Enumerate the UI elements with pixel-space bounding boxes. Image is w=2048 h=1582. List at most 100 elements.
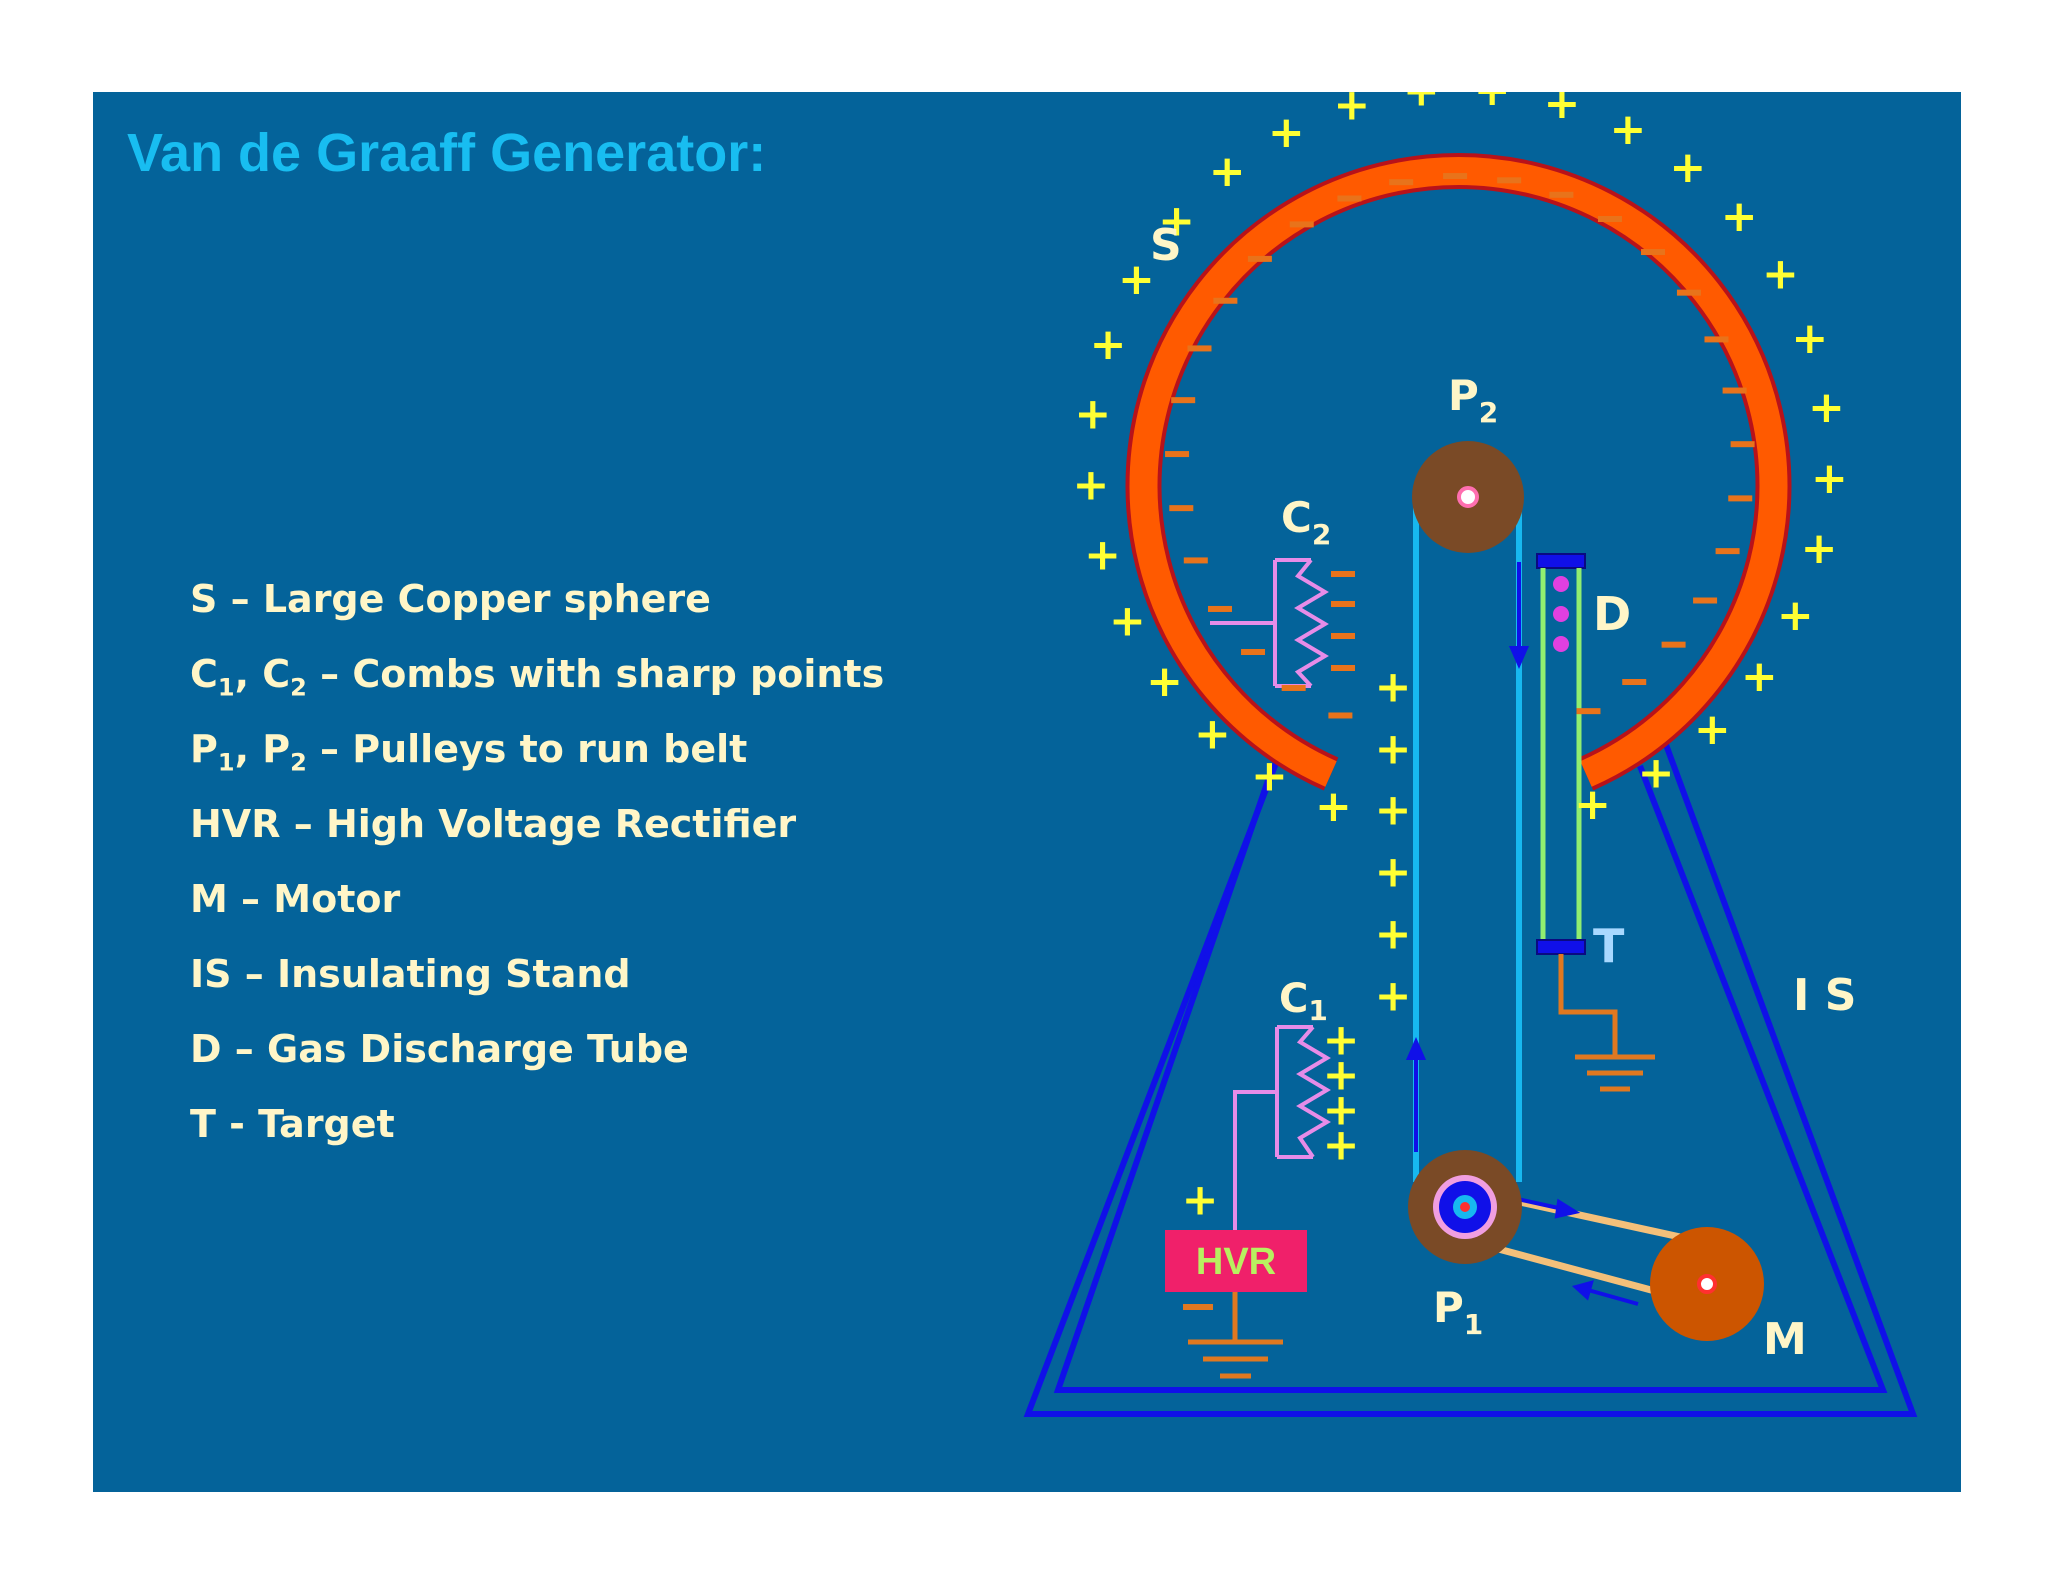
plus-charge-mark: + bbox=[1323, 1085, 1360, 1136]
minus-charge-mark: – bbox=[1281, 684, 1306, 691]
minus-charge-mark: – bbox=[1676, 289, 1701, 296]
minus-charge-mark: – bbox=[1597, 216, 1622, 223]
minus-charge-mark: – bbox=[1661, 641, 1686, 648]
minus-charge-mark: – bbox=[1169, 505, 1194, 512]
minus-charge-mark: – bbox=[1328, 712, 1353, 719]
minus-charge-mark: – bbox=[1549, 191, 1574, 198]
lower-comb bbox=[1233, 1025, 1331, 1284]
minus-charge-mark: – bbox=[1208, 605, 1233, 612]
label-p1: P1 bbox=[1433, 1283, 1483, 1341]
label-c1: C1 bbox=[1279, 976, 1328, 1027]
upper-pulley bbox=[1412, 441, 1524, 553]
plus-charge-mark: + bbox=[1791, 313, 1828, 364]
belt bbox=[1413, 492, 1522, 1182]
insulating-stand bbox=[1023, 740, 1918, 1417]
label-d: D bbox=[1593, 587, 1631, 641]
minus-charge-mark: – bbox=[1331, 665, 1355, 671]
legend-item: M – Motor bbox=[190, 877, 401, 921]
legend-item: P1, P2 – Pulleys to run belt bbox=[190, 727, 748, 777]
copper-sphere bbox=[1125, 153, 1792, 791]
slide-title: Van de Graaff Generator: bbox=[127, 123, 767, 183]
minus-charge-mark: – bbox=[1443, 173, 1468, 180]
hvr-ground-icon bbox=[1188, 1292, 1283, 1379]
label-t: T bbox=[1593, 919, 1625, 973]
plus-charge-mark: + bbox=[1209, 146, 1246, 197]
legend-item: C1, C2 – Combs with sharp points bbox=[190, 652, 885, 702]
minus-charge-mark: – bbox=[1331, 601, 1355, 607]
motor-belt-arrow-icon bbox=[1512, 1196, 1639, 1306]
legend-item: S – Large Copper sphere bbox=[190, 577, 711, 621]
minus-charge-mark: – bbox=[1641, 249, 1666, 256]
lower-pulley bbox=[1408, 1150, 1522, 1264]
plus-charge-mark: + bbox=[1721, 191, 1758, 242]
minus-charge-mark: – bbox=[1165, 451, 1190, 458]
plus-charge-mark: + bbox=[1268, 107, 1305, 158]
minus-charge-mark: – bbox=[1331, 633, 1355, 639]
plus-charge-mark: + bbox=[1323, 1015, 1360, 1066]
plus-charge-mark: + bbox=[1403, 92, 1440, 117]
plus-charge-mark: + bbox=[1194, 708, 1231, 759]
minus-charge-mark: – bbox=[1715, 548, 1740, 555]
minus-charge-mark: – bbox=[1247, 255, 1272, 262]
label-c2: C2 bbox=[1281, 493, 1331, 551]
plus-charge-mark: + bbox=[1084, 529, 1121, 580]
plus-charge-mark: + bbox=[1072, 459, 1109, 510]
minus-charge-mark: – bbox=[1722, 387, 1747, 394]
hvr-negative-mark bbox=[1183, 1304, 1213, 1310]
plus-charge-mark: + bbox=[1315, 781, 1352, 832]
plus-charges: ++++++++++++++++++++++++++++++++++++++++… bbox=[1072, 92, 1847, 1226]
target-ground-icon bbox=[1558, 954, 1655, 1092]
legend: S – Large Copper sphere C1, C2 – Combs w… bbox=[190, 562, 884, 1162]
plus-charge-mark: + bbox=[1251, 751, 1288, 802]
minus-charge-mark: – bbox=[1693, 597, 1718, 604]
plus-charge-mark: + bbox=[1182, 1175, 1219, 1226]
plus-charge-mark: + bbox=[1375, 724, 1412, 775]
plus-charge-mark: + bbox=[1146, 656, 1183, 707]
minus-charge-mark: – bbox=[1337, 195, 1362, 202]
minus-charge-mark: – bbox=[1187, 345, 1212, 352]
hvr-label: HVR bbox=[1196, 1241, 1276, 1283]
minus-charge-mark: – bbox=[1171, 397, 1196, 404]
minus-charge-mark: – bbox=[1728, 495, 1753, 502]
plus-charge-mark: + bbox=[1375, 909, 1412, 960]
plus-charge-mark: + bbox=[1694, 704, 1731, 755]
minus-charge-mark: – bbox=[1622, 679, 1647, 686]
legend-item: D – Gas Discharge Tube bbox=[190, 1027, 689, 1071]
plus-charge-mark: + bbox=[1741, 651, 1778, 702]
minus-charge-mark: – bbox=[1289, 221, 1314, 228]
plus-charge-mark: + bbox=[1474, 92, 1511, 116]
plus-charge-mark: + bbox=[1574, 779, 1611, 830]
plus-charge-mark: + bbox=[1118, 254, 1155, 305]
plus-charge-mark: + bbox=[1375, 785, 1412, 836]
minus-charge-mark: – bbox=[1241, 649, 1266, 656]
plus-charge-mark: + bbox=[1109, 596, 1146, 647]
plus-charge-mark: + bbox=[1158, 196, 1195, 247]
gas-discharge-tube bbox=[1536, 553, 1586, 955]
plus-charge-mark: + bbox=[1610, 104, 1647, 155]
minus-charge-mark: – bbox=[1331, 571, 1355, 577]
minus-charge-mark: – bbox=[1389, 179, 1414, 186]
plus-charge-mark: + bbox=[1544, 92, 1581, 129]
legend-item: IS – Insulating Stand bbox=[190, 952, 631, 996]
plus-charge-mark: + bbox=[1333, 92, 1370, 131]
minus-charge-mark: – bbox=[1497, 177, 1522, 184]
belt-arrow-icon bbox=[1405, 562, 1530, 1152]
plus-charge-mark: + bbox=[1808, 382, 1845, 433]
plus-charge-mark: + bbox=[1323, 1120, 1360, 1171]
label-m: M bbox=[1763, 1314, 1807, 1365]
minus-charges: ––––––––––––––––––––––––––––––––– bbox=[1165, 173, 1755, 719]
motor bbox=[1650, 1227, 1764, 1341]
label-is: I S bbox=[1793, 970, 1856, 1021]
plus-charge-mark: + bbox=[1375, 847, 1412, 898]
plus-charge-mark: + bbox=[1762, 249, 1799, 300]
plus-charge-mark: + bbox=[1375, 971, 1412, 1022]
plus-charge-mark: + bbox=[1669, 142, 1706, 193]
plus-charge-mark: + bbox=[1638, 747, 1675, 798]
plus-charge-mark: + bbox=[1801, 523, 1838, 574]
generator-diagram: HVR ++++++++++++++++++++++++++++++++++++… bbox=[1023, 92, 1918, 1417]
plus-charge-mark: + bbox=[1811, 453, 1848, 504]
minus-charge-mark: – bbox=[1704, 336, 1729, 343]
hvr-box: HVR bbox=[1165, 1230, 1307, 1292]
minus-charge-mark: – bbox=[1183, 557, 1208, 564]
plus-charge-mark: + bbox=[1777, 590, 1814, 641]
